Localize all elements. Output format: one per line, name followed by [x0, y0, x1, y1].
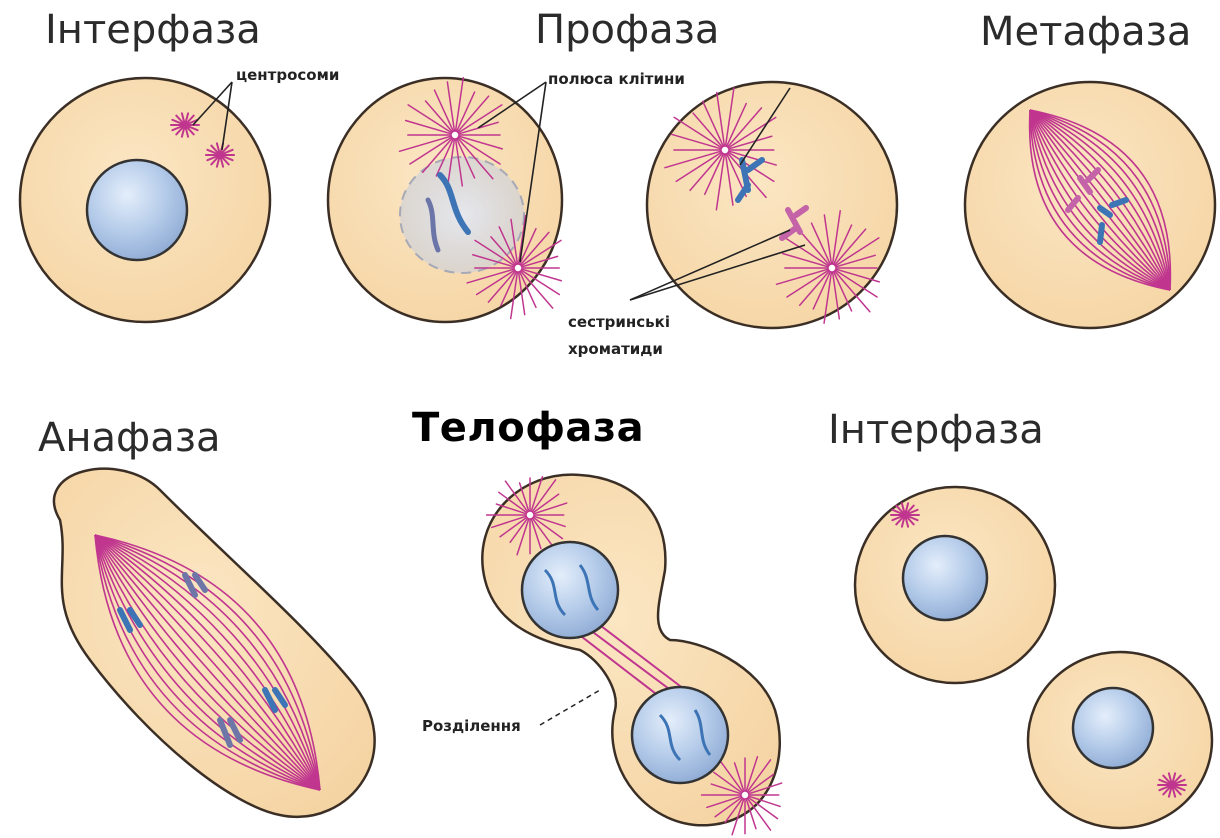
centriole: [526, 511, 534, 519]
fading-nucleus: [400, 157, 524, 273]
cell-anaphase: [54, 469, 375, 817]
title-anaphase: Анафаза: [38, 418, 221, 458]
title-metaphase: Метафаза: [980, 12, 1191, 52]
centriole: [721, 146, 729, 154]
label-sister-chromatids-line2: хроматиди: [568, 340, 663, 358]
cell-interphase-1: [20, 78, 270, 322]
label-centrosomes: центросоми: [236, 66, 339, 84]
centriole: [828, 264, 836, 272]
title-prophase: Профаза: [535, 10, 719, 50]
cell-interphase-daughter-a: [855, 487, 1055, 683]
nucleus: [522, 542, 618, 638]
cell-prometaphase: [630, 82, 897, 328]
label-cell-poles: полюса клітини: [548, 70, 685, 88]
label-separation: Розділення: [422, 717, 521, 735]
pointer-line: [540, 690, 600, 725]
nucleus: [632, 687, 728, 783]
title-telophase: Телофаза: [412, 408, 644, 448]
title-interphase-2: Інтерфаза: [828, 410, 1044, 450]
nucleus: [87, 160, 187, 260]
cell-interphase-daughter-b: [1028, 652, 1212, 828]
centriole: [451, 131, 459, 139]
nucleus: [1073, 688, 1153, 768]
nucleus: [903, 536, 987, 620]
cell-prophase: [328, 78, 562, 322]
cell-metaphase: [965, 82, 1215, 328]
title-interphase-1: Інтерфаза: [45, 10, 261, 50]
label-sister-chromatids-line1: сестринські: [568, 313, 670, 331]
centriole: [514, 264, 522, 272]
centriole: [741, 791, 749, 799]
cell-telophase: [482, 475, 781, 835]
